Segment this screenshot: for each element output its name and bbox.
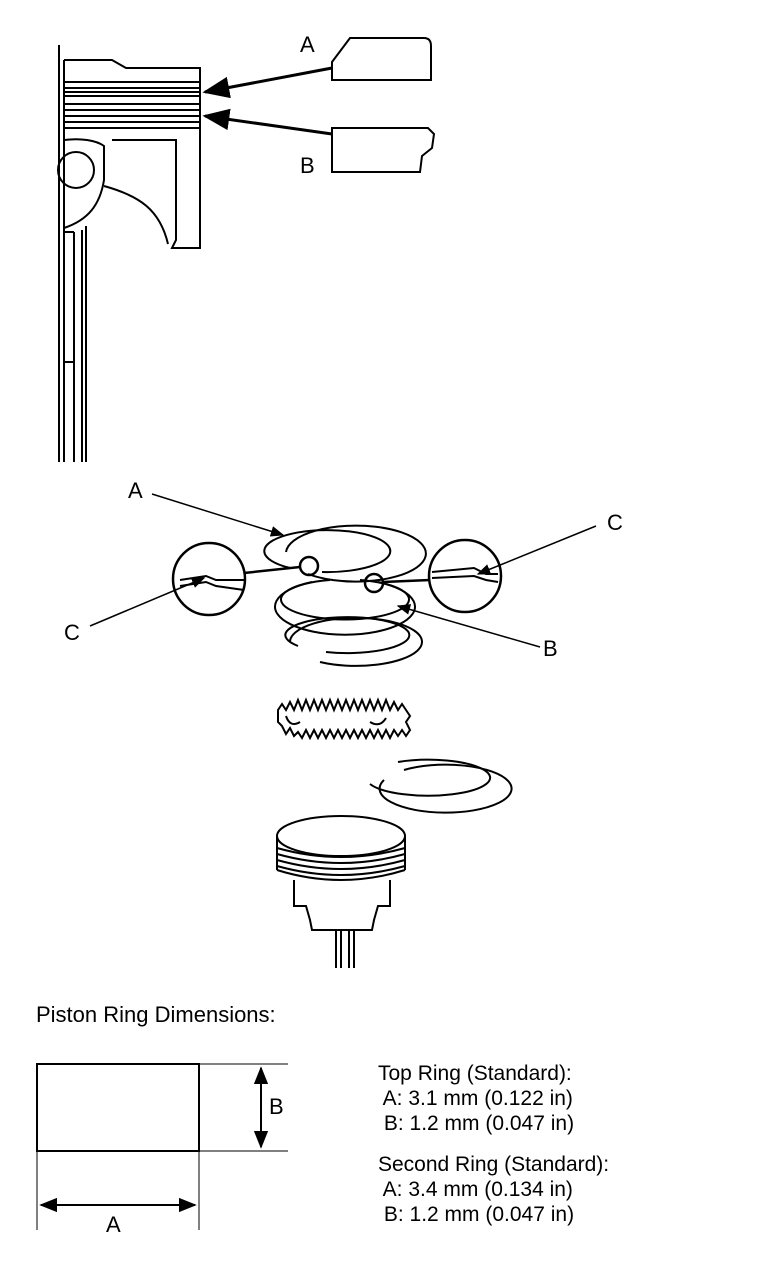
top-ring-title: Top Ring (Standard): xyxy=(378,1062,572,1085)
ring-b-profile-box xyxy=(331,127,436,173)
dimension-label-a: A xyxy=(106,1212,121,1237)
ring-a-profile-box xyxy=(331,37,432,81)
section1-label-a: A xyxy=(300,32,315,57)
arrow-to-top-groove xyxy=(202,66,333,99)
arrow-to-second-groove xyxy=(202,108,333,136)
gap-detail-left xyxy=(171,541,320,617)
top-ring-dim-a: A: 3.1 mm (0.122 in) xyxy=(378,1087,573,1110)
top-ring-dim-b: B: 1.2 mm (0.047 in) xyxy=(378,1112,575,1135)
top-ring xyxy=(263,529,392,574)
section2-label-c-right: C xyxy=(607,510,623,535)
second-ring-title: Second Ring (Standard): xyxy=(378,1153,610,1176)
second-ring-dim-b: B: 1.2 mm (0.047 in) xyxy=(378,1203,575,1226)
dimension-label-b: B xyxy=(269,1094,284,1119)
section2-label-c-left: C xyxy=(64,620,80,645)
oil-expander xyxy=(277,697,412,741)
section2-leaders xyxy=(89,493,597,648)
dimensions-heading: Piston Ring Dimensions: xyxy=(36,1002,276,1027)
piston-body xyxy=(276,815,406,968)
section1-label-b: B xyxy=(300,153,315,178)
section2-label-b: B xyxy=(543,636,558,661)
piston-cross-section xyxy=(57,45,201,462)
gap-detail-right xyxy=(363,538,503,614)
bottom-ring xyxy=(369,758,492,797)
ring-cross-section-dimension xyxy=(36,1063,288,1230)
second-ring-dim-a: A: 3.4 mm (0.134 in) xyxy=(378,1178,573,1201)
section2-label-a: A xyxy=(128,478,143,503)
exploded-ring-stack xyxy=(263,524,513,968)
